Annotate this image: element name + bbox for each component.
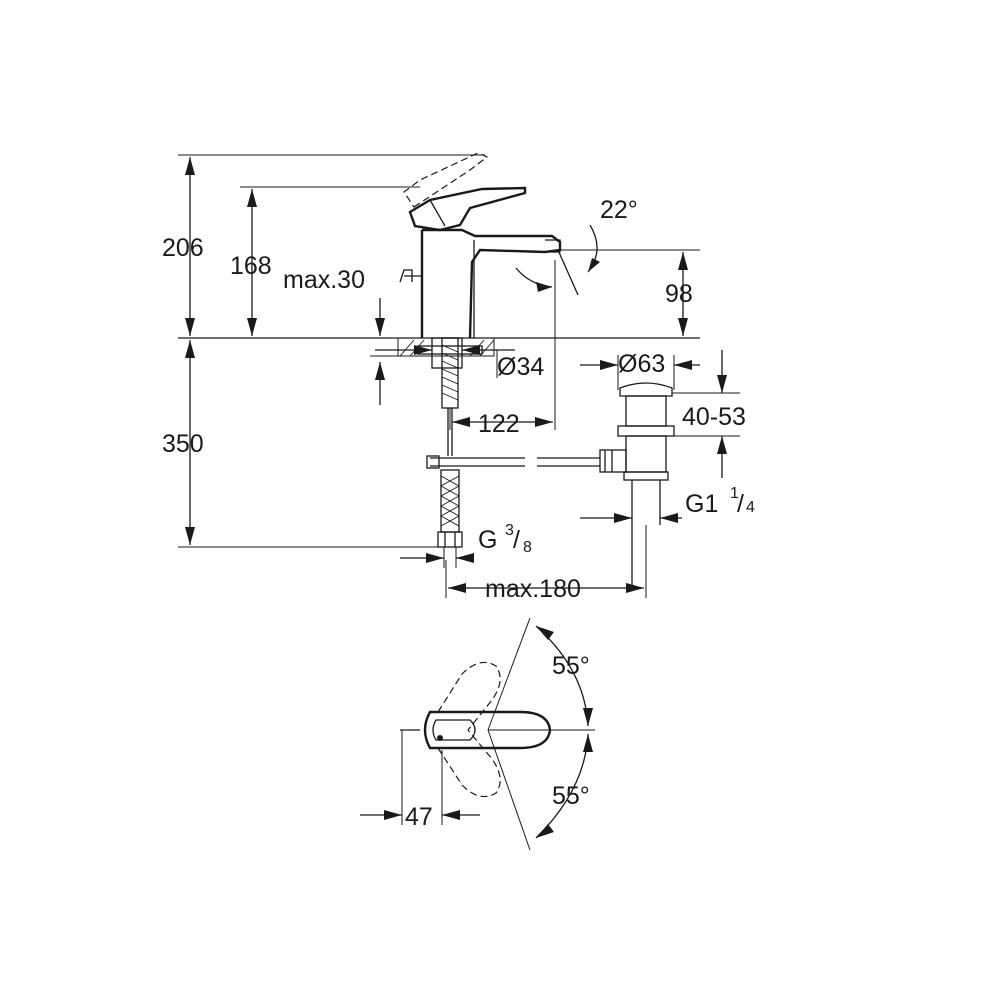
dimension-g-3-8: G 3 / 8: [400, 522, 532, 568]
label-g: G: [478, 526, 497, 554]
label-g-denominator: 8: [523, 539, 532, 556]
dimension-diameter-63: Ø63: [580, 350, 700, 390]
label-98: 98: [665, 280, 693, 308]
faucet-body: [399, 152, 562, 339]
label-g1-denominator: 4: [746, 499, 755, 516]
label-350: 350: [162, 430, 204, 458]
dimension-angle-55-lower: 55°: [535, 733, 593, 839]
dimension-47: 47: [360, 730, 480, 831]
dimension-168: 168: [230, 189, 272, 336]
dimension-98: 98: [665, 252, 693, 336]
label-g1-numerator: 1: [730, 485, 739, 502]
dimension-max-30: max.30: [283, 266, 418, 405]
label-40-53: 40-53: [682, 403, 746, 431]
label-g1-slash: /: [737, 490, 744, 518]
pull-rod: [426, 455, 600, 469]
lever-ghost-upper: [437, 661, 501, 731]
label-max-180: max.180: [485, 575, 581, 603]
label-angle-22: 22°: [600, 196, 638, 224]
ref-line-upper: [487, 617, 531, 731]
label-g1: G1: [685, 490, 718, 518]
label-diameter-34: Ø34: [497, 353, 544, 381]
dimension-40-53: 40-53: [672, 350, 746, 478]
dimension-350: 350: [162, 340, 204, 545]
dimension-angle-55-upper: 55°: [535, 625, 593, 727]
label-diameter-63: Ø63: [618, 350, 665, 378]
waste-fitting: [599, 382, 675, 590]
dimension-206: 206: [162, 157, 204, 336]
dimension-diameter-34: Ø34: [375, 338, 544, 381]
label-g-numerator: 3: [505, 522, 514, 539]
label-206: 206: [162, 234, 204, 262]
label-47: 47: [405, 803, 433, 831]
label-max-30: max.30: [283, 266, 365, 294]
label-168: 168: [230, 252, 272, 280]
dimension-angle-22: 22°: [515, 196, 638, 296]
label-angle-55-lower: 55°: [552, 782, 590, 810]
dimension-g1-1-4: G1 1 / 4: [580, 485, 755, 523]
label-122: 122: [478, 410, 520, 438]
side-view: 206 168 350 max.30: [162, 152, 755, 603]
supply-hose: [437, 408, 463, 548]
lever-ghost-lower: [437, 729, 501, 798]
dimension-122: 122: [449, 260, 556, 438]
label-g-slash: /: [513, 526, 520, 554]
top-view: 55° 55° 47: [360, 617, 595, 851]
label-angle-55-upper: 55°: [552, 652, 590, 680]
dimension-max-180: max.180: [445, 525, 647, 603]
ref-line-lower: [487, 729, 531, 851]
lever-top: [400, 710, 552, 750]
